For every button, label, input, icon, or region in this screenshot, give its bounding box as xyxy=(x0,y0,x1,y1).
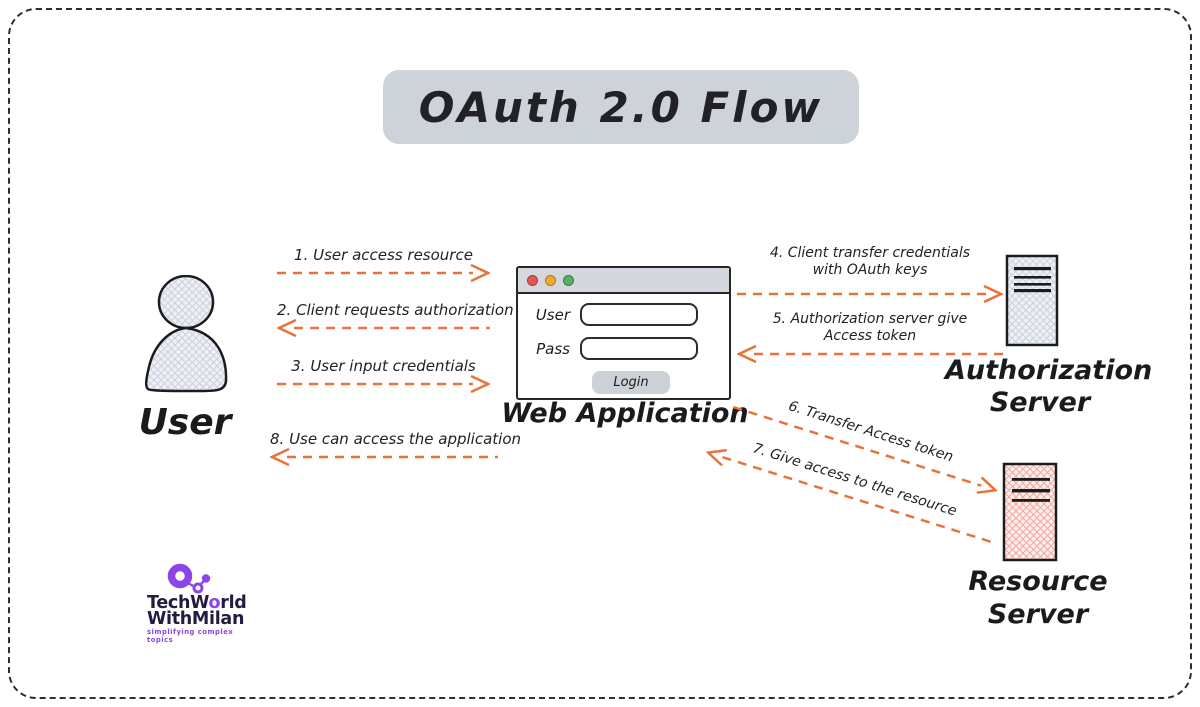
flow-step-4: 4. Client transfer credentials with OAut… xyxy=(737,245,1003,303)
page-title: OAuth 2.0 Flow xyxy=(418,82,824,132)
arrow-left-icon xyxy=(277,319,490,337)
arrow-right-icon xyxy=(737,285,1003,303)
flow-step-2: 2. Client requests authorization xyxy=(277,301,514,337)
flow-8-label: 8. Use can access the application xyxy=(270,430,522,448)
auth-server-label: Authorization Server xyxy=(945,355,1153,419)
password-input[interactable] xyxy=(580,337,698,360)
username-field-label: User xyxy=(535,305,570,324)
web-app-label: Web Application xyxy=(501,398,749,429)
flow-5-label-line1: 5. Authorization server give xyxy=(772,311,968,327)
user-label: User xyxy=(138,402,232,443)
user-icon xyxy=(144,275,228,393)
window-maximize-icon xyxy=(563,274,574,286)
resource-server-icon xyxy=(1002,462,1058,562)
window-minimize-icon xyxy=(545,274,556,286)
flow-4-label-line1: 4. Client transfer credentials xyxy=(769,245,971,261)
arrow-left-icon xyxy=(705,448,993,544)
window-titlebar xyxy=(518,268,729,294)
flow-step-3: 3. User input credentials xyxy=(277,357,490,393)
logo-name-bottom: WithMilan xyxy=(147,608,245,629)
flow-step-7: 7. Give access to the resource xyxy=(704,427,1001,551)
web-app-window: User Pass Login xyxy=(516,266,731,400)
flow-step-5: 5. Authorization server give Access toke… xyxy=(737,311,1003,363)
flow-2-label: 2. Client requests authorization xyxy=(277,301,514,319)
login-form: User Pass Login xyxy=(518,294,729,394)
username-input[interactable] xyxy=(580,303,698,326)
logo-tagline: simplifying complex topics xyxy=(147,628,234,644)
flow-3-label: 3. User input credentials xyxy=(291,357,476,375)
username-row: User xyxy=(530,303,717,326)
flow-step-1: 1. User access resource xyxy=(277,246,490,282)
flow-1-label: 1. User access resource xyxy=(294,246,473,264)
auth-server-label-line2: Server xyxy=(989,387,1091,418)
auth-server-label-line1: Authorization xyxy=(945,355,1153,386)
resource-server-label-line2: Server xyxy=(987,599,1089,630)
password-field-label: Pass xyxy=(536,339,570,358)
password-row: Pass xyxy=(530,337,717,360)
arrow-right-icon xyxy=(277,264,490,282)
auth-server-icon xyxy=(1005,254,1059,347)
arrow-right-icon xyxy=(732,405,999,494)
title-banner: OAuth 2.0 Flow xyxy=(377,64,859,144)
logo-name-top: TechWorld xyxy=(147,593,247,613)
resource-server-label-line1: Resource xyxy=(968,566,1108,597)
flow-step-8: 8. Use can access the application xyxy=(270,430,522,466)
flow-5-label-line2: Access token xyxy=(823,328,917,344)
arrow-left-icon xyxy=(270,448,498,466)
login-button[interactable]: Login xyxy=(592,371,670,394)
flow-step-6: 6. Transfer Access token xyxy=(731,382,1006,499)
logo-mark-icon xyxy=(167,563,211,594)
resource-server-label: Resource Server xyxy=(953,565,1123,631)
arrow-right-icon xyxy=(277,375,490,393)
arrow-left-icon xyxy=(737,345,1003,363)
brand-logo: TechWorld WithMilan simplifying complex … xyxy=(147,562,257,644)
window-close-icon xyxy=(527,274,538,286)
logo-o-icon: o xyxy=(208,593,221,613)
flow-4-label-line2: with OAuth keys xyxy=(812,262,928,278)
